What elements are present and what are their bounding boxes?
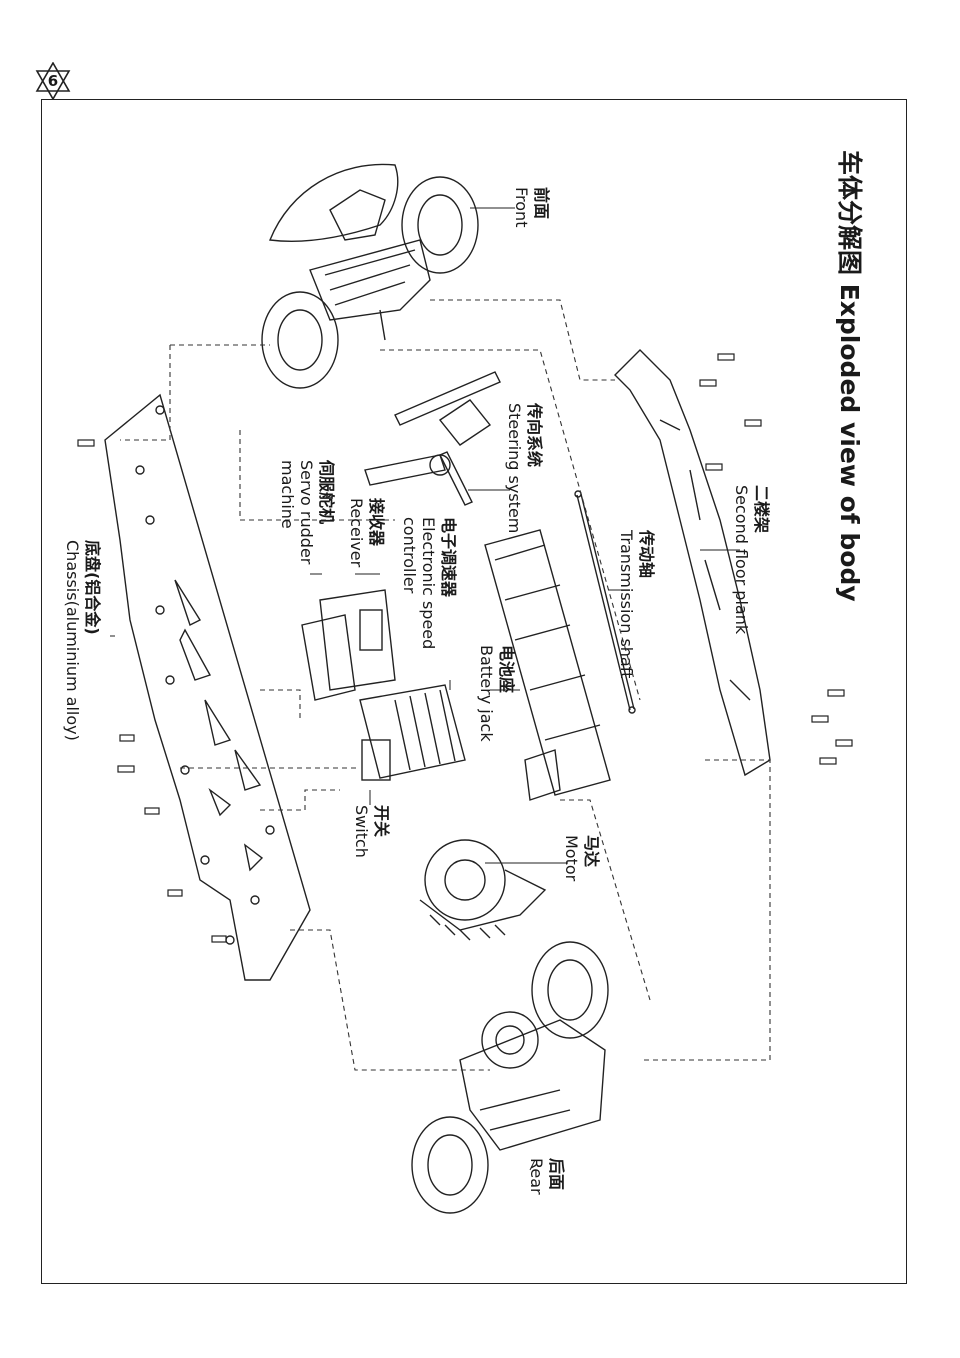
- motor-drawing: [419, 839, 547, 941]
- second-floor-plank-drawing: [614, 349, 771, 777]
- label-chassis-en: Chassis(aluminium alloy): [63, 540, 82, 741]
- label-servo-en: Servo rudder machine: [278, 460, 316, 565]
- label-esc-cn: 电子调速器: [439, 517, 458, 598]
- front-assembly-drawing: [261, 163, 479, 389]
- label-rear: 后面 Rear: [527, 1158, 570, 1195]
- label-battery-jack-cn: 电池座: [497, 645, 516, 694]
- label-motor: 马达 Motor: [562, 835, 605, 881]
- page-number-badge: [35, 62, 71, 100]
- label-transmission-shaft-cn: 传动轴: [637, 530, 656, 579]
- page-frame: [41, 99, 907, 1284]
- label-second-floor-plank-en: Second floor plank: [732, 485, 751, 635]
- label-steering-system: 传向系统 Steering system: [505, 403, 548, 533]
- label-receiver: 接收器 Receiver: [347, 498, 390, 567]
- label-switch-en: Switch: [352, 805, 371, 858]
- label-transmission-shaft-en: Transmission shaft: [617, 530, 636, 679]
- page-number: 6: [47, 72, 59, 90]
- label-servo-cn: 伺服舵机: [317, 460, 336, 525]
- label-chassis: 底盘(铝合金) Chassis(aluminium alloy): [63, 540, 106, 741]
- page-title: 车体分解图 Exploded view of body: [835, 150, 864, 602]
- label-switch: 开关 Switch: [352, 805, 395, 858]
- label-rear-cn: 后面: [547, 1158, 566, 1191]
- label-front-cn: 前面: [532, 187, 551, 220]
- label-front: 前面 Front: [512, 187, 555, 227]
- transmission-shaft-drawing: [574, 490, 636, 714]
- label-front-en: Front: [512, 187, 531, 228]
- label-battery-jack-en: Battery jack: [477, 645, 496, 742]
- label-motor-en: Motor: [562, 835, 581, 882]
- label-steering-system-cn: 传向系统: [525, 403, 544, 468]
- label-receiver-en: Receiver: [347, 498, 366, 568]
- label-second-floor-plank: 二楼架 Second floor plank: [732, 485, 775, 634]
- label-motor-cn: 马达: [582, 835, 601, 868]
- label-switch-cn: 开关: [372, 805, 391, 838]
- label-battery-jack: 电池座 Battery jack: [477, 645, 520, 742]
- label-transmission-shaft: 传动轴 Transmission shaft: [617, 530, 660, 678]
- rear-assembly-drawing: [411, 941, 609, 1214]
- battery-jack-drawing: [484, 529, 611, 801]
- screws-drawing: [77, 353, 853, 943]
- label-steering-system-en: Steering system: [505, 403, 524, 534]
- label-second-floor-plank-cn: 二楼架: [752, 485, 771, 534]
- label-chassis-cn: 底盘(铝合金): [83, 540, 102, 635]
- label-esc: 电子调速器 Electronic speed controller: [400, 517, 462, 652]
- steering-system-drawing: [364, 371, 501, 506]
- label-rear-en: Rear: [527, 1158, 546, 1195]
- esc-drawing: [359, 684, 466, 781]
- label-servo: 伺服舵机 Servo rudder machine: [278, 460, 340, 570]
- receiver-servo-drawing: [301, 589, 396, 701]
- chassis-drawing: [104, 393, 311, 981]
- label-receiver-cn: 接收器: [367, 498, 386, 547]
- label-esc-en: Electronic speed controller: [400, 517, 438, 650]
